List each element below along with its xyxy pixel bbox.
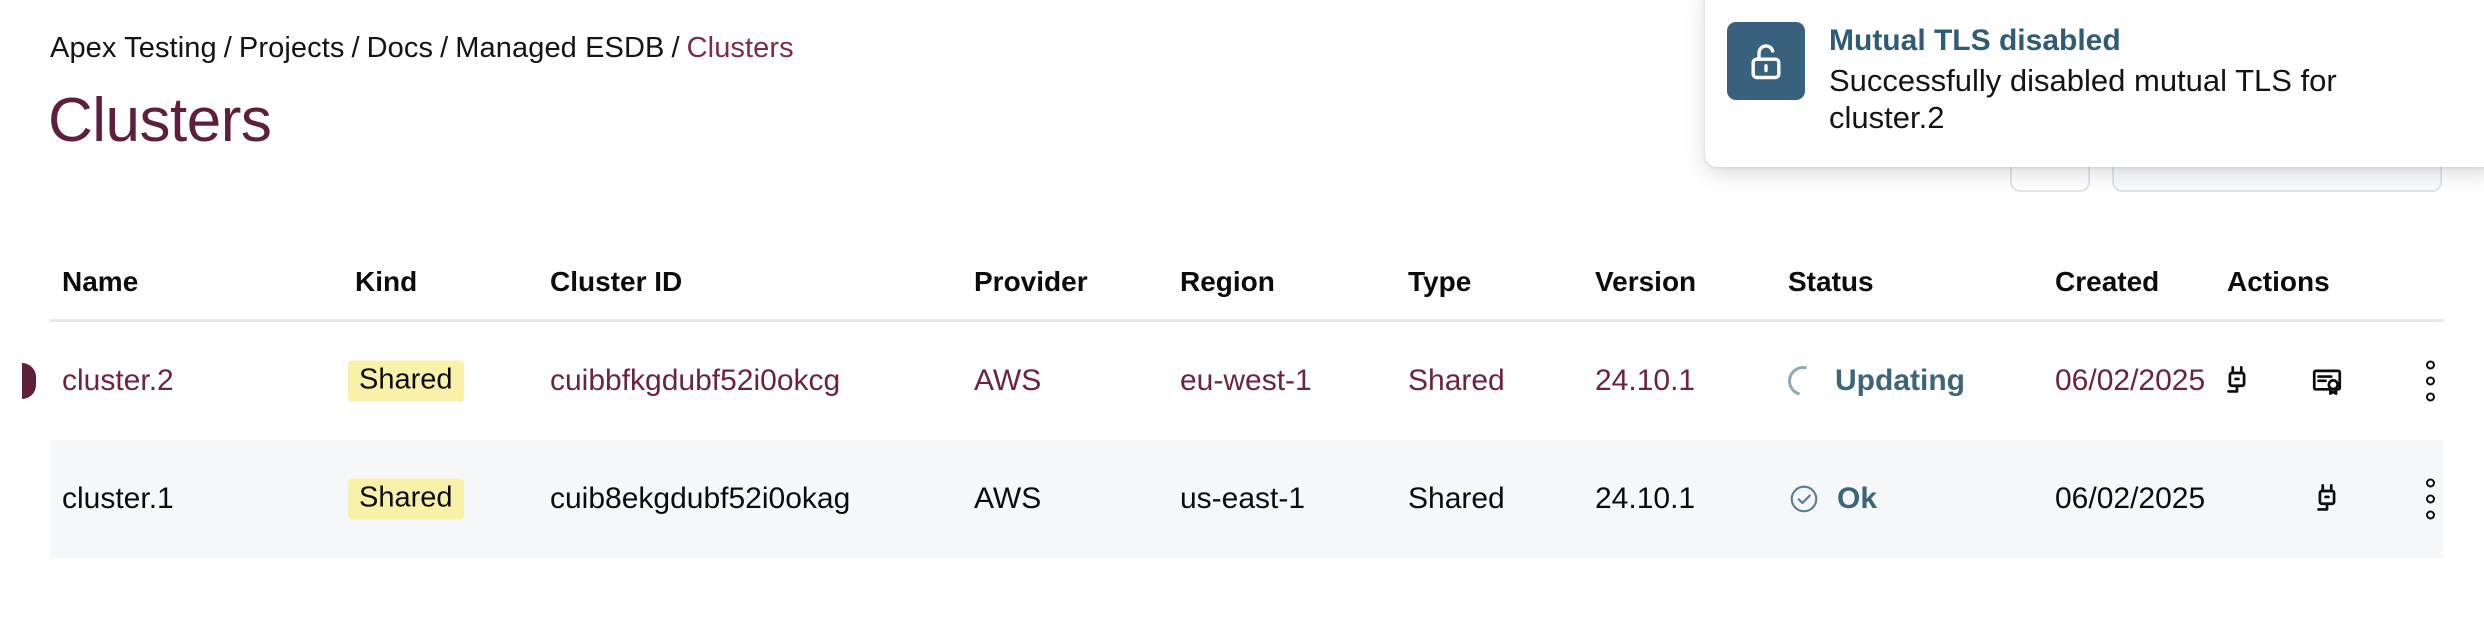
- cell-type: Shared: [1408, 364, 1505, 397]
- column-header-status[interactable]: Status: [1788, 266, 1874, 297]
- cell-cluster-id[interactable]: cuibbfkgdubf52i0okcg: [550, 364, 841, 397]
- cell-version: 24.10.1: [1595, 364, 1696, 397]
- cell-region: eu-west-1: [1180, 364, 1312, 397]
- column-header-region[interactable]: Region: [1180, 266, 1275, 297]
- cell-status: Updating: [1782, 360, 1965, 402]
- breadcrumb-separator: /: [351, 32, 360, 64]
- column-header-version[interactable]: Version: [1595, 266, 1697, 297]
- cell-kind: Shared: [348, 478, 464, 520]
- column-header-actions: Actions: [2227, 266, 2330, 297]
- connect-button[interactable]: [2220, 363, 2310, 399]
- status-badge: Ok: [1788, 482, 1877, 516]
- cell-actions: [2220, 360, 2460, 402]
- breadcrumb-item-docs[interactable]: Docs: [366, 32, 434, 64]
- breadcrumb-separator: /: [440, 32, 449, 64]
- breadcrumb-item-apex-testing[interactable]: Apex Testing: [50, 32, 217, 64]
- cell-region: us-east-1: [1180, 482, 1306, 515]
- connect-button[interactable]: [2310, 481, 2400, 517]
- cell-provider: AWS: [974, 482, 1042, 515]
- cell-status: Ok: [1788, 482, 1877, 516]
- breadcrumb: Apex Testing/Projects/Docs/Managed ESDB/…: [50, 32, 794, 65]
- cell-name[interactable]: cluster.2: [62, 364, 174, 397]
- breadcrumb-separator: /: [223, 32, 232, 64]
- spinner-icon: [1782, 360, 1824, 402]
- cell-version: 24.10.1: [1595, 482, 1696, 515]
- plug-icon: [2227, 365, 2246, 393]
- cell-cluster-id[interactable]: cuib8ekgdubf52i0okag: [550, 482, 851, 515]
- table-header-row: Name Kind Cluster ID Provider Region Typ…: [50, 250, 2444, 322]
- certificate-button[interactable]: [2310, 363, 2400, 399]
- breadcrumb-item-projects[interactable]: Projects: [238, 32, 345, 64]
- toast-notification[interactable]: Mutual TLS disabled Successfully disable…: [1705, 0, 2484, 168]
- status-label: Updating: [1835, 364, 1965, 397]
- toast-message: Successfully disabled mutual TLS for clu…: [1829, 62, 2337, 136]
- cell-created: 06/02/2025: [2055, 482, 2206, 515]
- check-circle-icon: [1790, 485, 1818, 513]
- column-header-name[interactable]: Name: [62, 266, 139, 297]
- cell-kind: Shared: [348, 360, 464, 402]
- row-menu-button[interactable]: [2400, 478, 2460, 520]
- kebab-menu-icon: [2425, 360, 2435, 402]
- toast-icon-tile: [1727, 22, 1805, 100]
- unlock-icon: [1751, 44, 1781, 80]
- column-header-type[interactable]: Type: [1408, 266, 1472, 297]
- table-row[interactable]: cluster.1 Shared cuib8ekgdubf52i0okag AW…: [50, 440, 2443, 558]
- column-header-created[interactable]: Created: [2055, 266, 2160, 297]
- column-header-provider[interactable]: Provider: [974, 266, 1088, 297]
- cell-provider: AWS: [974, 364, 1042, 397]
- table-row[interactable]: cluster.2 Shared cuibbfkgdubf52i0okcg AW…: [22, 322, 2443, 440]
- column-header-cluster-id[interactable]: Cluster ID: [550, 266, 683, 297]
- toast-title: Mutual TLS disabled: [1829, 24, 2121, 57]
- clusters-table: Name Kind Cluster ID Provider Region Typ…: [0, 250, 2484, 558]
- row-menu-button[interactable]: [2400, 360, 2460, 402]
- breadcrumb-separator: /: [671, 32, 680, 64]
- plug-icon: [2317, 483, 2336, 511]
- column-header-kind[interactable]: Kind: [355, 266, 418, 297]
- kebab-menu-icon: [2425, 478, 2435, 520]
- certificate-icon: [2312, 369, 2342, 395]
- breadcrumb-item-clusters[interactable]: Clusters: [686, 32, 794, 64]
- kind-badge: Shared: [348, 478, 464, 520]
- page-title: Clusters: [48, 86, 272, 155]
- toast-body: Mutual TLS disabled Successfully disable…: [1829, 22, 2439, 137]
- breadcrumb-item-managed-esdb[interactable]: Managed ESDB: [455, 32, 665, 64]
- kind-badge: Shared: [348, 360, 464, 402]
- cell-type: Shared: [1408, 482, 1505, 515]
- cell-created: 06/02/2025: [2055, 364, 2206, 397]
- status-label: Ok: [1837, 482, 1878, 515]
- cell-actions: [2310, 478, 2460, 520]
- status-badge: Updating: [1782, 360, 1965, 402]
- row-selected-marker: [22, 363, 36, 399]
- cell-name[interactable]: cluster.1: [62, 482, 174, 515]
